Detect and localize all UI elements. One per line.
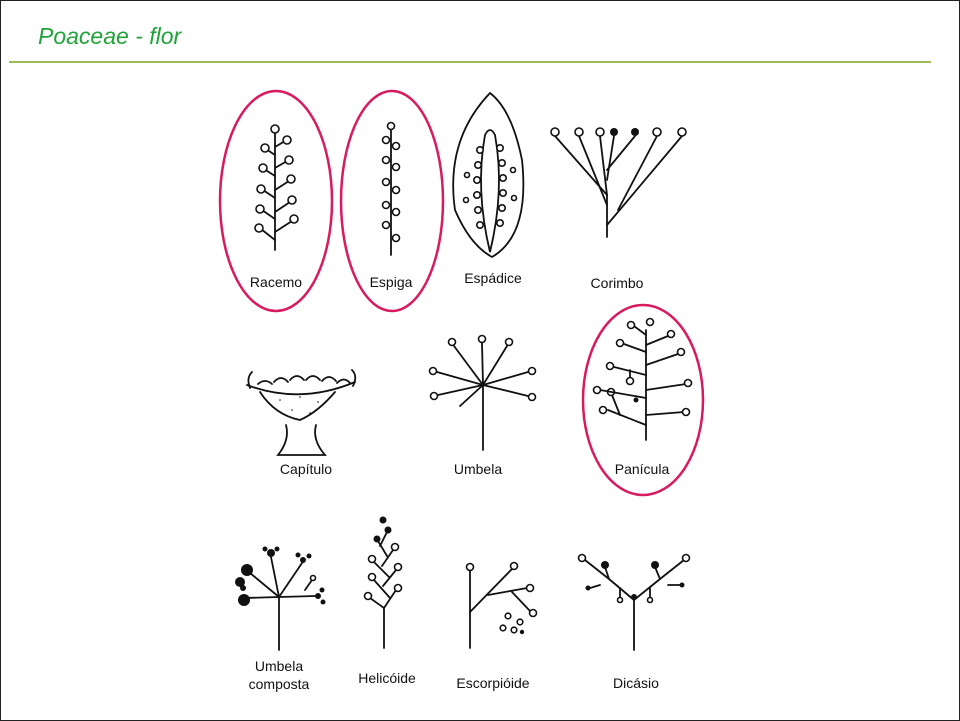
escorpioide-drawing — [467, 563, 537, 649]
espadice-drawing — [453, 93, 523, 257]
label-umbela: Umbela — [454, 461, 502, 477]
capitulo-drawing — [247, 370, 355, 455]
label-umbela-composta-line1: Umbela — [255, 658, 303, 674]
label-dicasio: Dicásio — [613, 675, 659, 691]
helicoide-drawing — [365, 517, 402, 649]
label-panicula: Panícula — [615, 461, 670, 477]
dicasio-drawing — [579, 555, 690, 651]
label-escorpioide: Escorpióide — [456, 675, 529, 691]
corimbo-drawing — [551, 128, 686, 237]
label-helicoide: Helicóide — [358, 670, 416, 686]
label-racemo: Racemo — [250, 274, 302, 290]
umbela-drawing — [430, 336, 536, 451]
label-umbela-composta-line2: composta — [249, 676, 310, 692]
label-espiga: Espiga — [370, 274, 413, 290]
racemo-drawing — [255, 125, 298, 250]
label-corimbo: Corimbo — [591, 275, 644, 291]
label-espadice: Espádice — [464, 270, 522, 286]
label-capitulo: Capítulo — [280, 461, 332, 477]
panicula-drawing — [594, 319, 692, 441]
umbela-composta-drawing — [235, 547, 326, 651]
espiga-drawing — [383, 123, 400, 256]
